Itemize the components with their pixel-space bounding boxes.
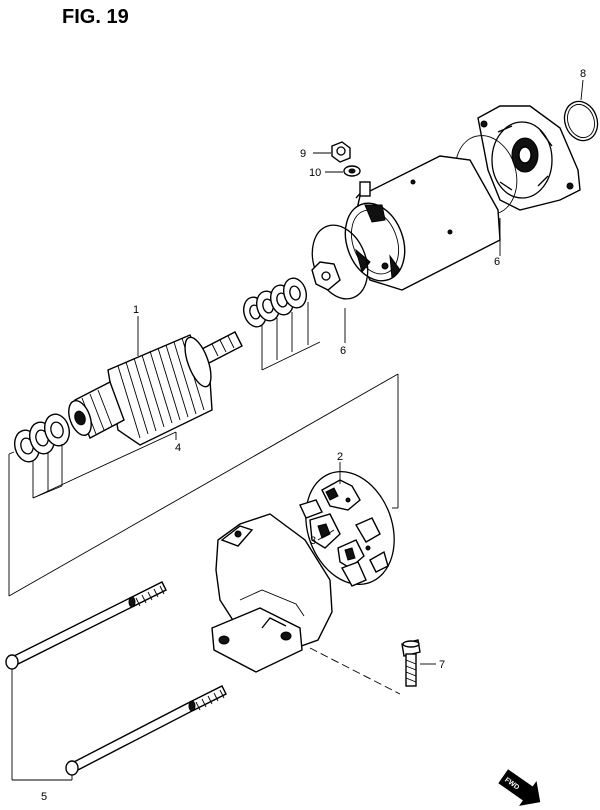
callout-5-bracket — [11, 669, 73, 781]
callout-6-upper: 6 — [494, 256, 500, 268]
callout-10: 10 — [309, 167, 321, 179]
part-5-through-bolt-lower — [65, 685, 227, 776]
callout-3: 3 — [310, 535, 316, 547]
part-6-end-housing — [454, 105, 581, 256]
part-9-nut — [313, 141, 351, 163]
armature-washer-stack — [13, 413, 71, 498]
callout-9: 9 — [300, 148, 306, 160]
callout-7: 7 — [439, 659, 445, 671]
part-8-o-ring — [563, 79, 599, 142]
part-5-through-bolt-upper — [5, 581, 167, 670]
part-6-lower-ring — [311, 224, 369, 343]
callout-4-bracket — [8, 373, 399, 597]
commutator-end-housing — [211, 513, 401, 695]
callout-5: 5 — [41, 791, 47, 803]
yoke-motor-housing — [344, 155, 501, 291]
callout-1: 1 — [133, 304, 139, 316]
part-1-armature — [68, 316, 243, 446]
part-7-bolt — [401, 639, 436, 687]
part-10-washer — [325, 165, 361, 177]
callout-6-lower: 6 — [340, 345, 346, 357]
figure-title: FIG. 19 — [62, 6, 129, 28]
shaft-washer-stack — [242, 277, 321, 371]
part-2-3-brush-holder — [299, 462, 395, 587]
callout-4: 4 — [175, 442, 181, 454]
fwd-direction-arrow: FWD — [498, 769, 541, 806]
callout-8: 8 — [580, 68, 586, 80]
callout-2: 2 — [337, 451, 343, 463]
